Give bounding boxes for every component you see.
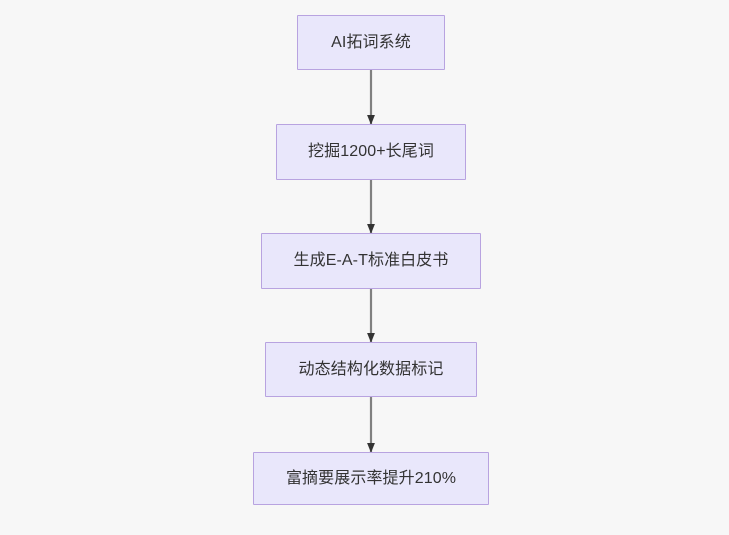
flow-node-1-label: AI拓词系统 [331, 33, 411, 51]
flow-node-5-label: 富摘要展示率提升210% [285, 469, 457, 487]
flow-node-3-label: 生成E-A-T标准白皮书 [293, 252, 449, 270]
flow-node-1[interactable]: AI拓词系统 [297, 15, 445, 70]
flow-node-2-label: 挖掘1200+长尾词 [308, 143, 434, 161]
flow-node-4[interactable]: 动态结构化数据标记 [265, 342, 477, 397]
flow-node-3[interactable]: 生成E-A-T标准白皮书 [261, 233, 481, 289]
flow-node-2[interactable]: 挖掘1200+长尾词 [276, 124, 466, 180]
flow-node-5[interactable]: 富摘要展示率提升210% [253, 452, 489, 505]
flow-node-4-label: 动态结构化数据标记 [298, 360, 444, 378]
